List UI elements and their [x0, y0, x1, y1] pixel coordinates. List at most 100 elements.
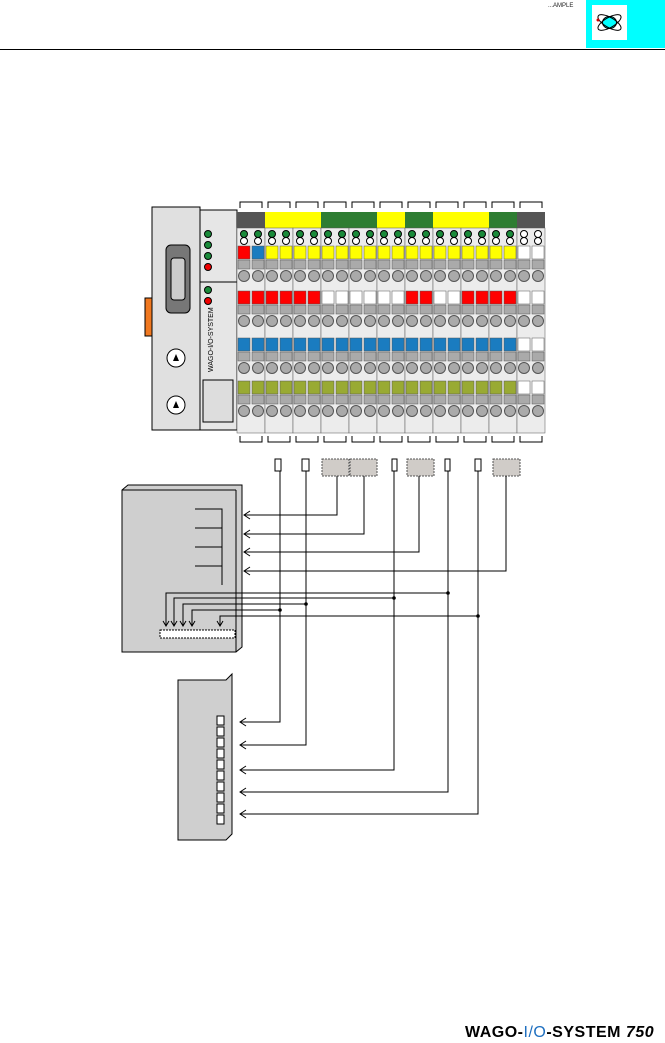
terminal-marker	[489, 290, 503, 305]
terminal-marker	[447, 337, 461, 352]
terminal-screw	[336, 315, 348, 327]
terminal-marker	[321, 290, 335, 305]
actuator-icon	[492, 458, 521, 477]
terminal-clamp	[461, 394, 475, 405]
plc-input-terminals	[159, 629, 236, 639]
terminal-screw	[252, 270, 264, 282]
status-led	[204, 252, 212, 260]
terminal-clamp	[293, 259, 307, 270]
atom-logo-icon	[592, 5, 627, 40]
terminal-clamp	[237, 394, 251, 405]
terminal-screw	[462, 315, 474, 327]
module-top-bar	[405, 212, 433, 228]
switch-arrow-icon	[173, 401, 179, 408]
terminal-marker	[335, 245, 349, 260]
terminal-clamp	[293, 394, 307, 405]
module-led	[254, 230, 262, 238]
status-led	[204, 297, 212, 305]
switch-arrow-icon	[173, 354, 179, 361]
wire	[244, 476, 507, 572]
arrow-icon	[239, 809, 247, 819]
wire	[244, 476, 365, 535]
terminal-screw	[434, 315, 446, 327]
terminal-screw	[490, 315, 502, 327]
terminal-icon	[216, 748, 225, 759]
terminal-screw	[294, 405, 306, 417]
module-led	[282, 230, 290, 238]
terminal-marker	[461, 290, 475, 305]
terminal-screw	[322, 362, 334, 374]
terminal-screw	[238, 270, 250, 282]
terminal-marker	[321, 337, 335, 352]
terminal-clamp	[307, 259, 321, 270]
terminal-screw	[378, 405, 390, 417]
terminal-clamp	[433, 394, 447, 405]
terminal-screw	[532, 270, 544, 282]
terminal-marker	[531, 290, 545, 305]
terminal-screw	[420, 405, 432, 417]
terminal-screw	[462, 270, 474, 282]
terminal-clamp	[517, 351, 531, 362]
terminal-marker	[517, 245, 531, 260]
terminal-clamp	[489, 304, 503, 315]
plc-box	[121, 484, 243, 653]
terminal-marker	[531, 337, 545, 352]
terminal-clamp	[293, 351, 307, 362]
module-led-off	[282, 237, 290, 245]
module-top-bar	[293, 212, 321, 228]
module-clip	[239, 201, 263, 443]
terminal-clamp	[475, 351, 489, 362]
small-sensor-icon	[391, 458, 398, 472]
terminal-icon	[216, 792, 225, 803]
terminal-marker	[391, 337, 405, 352]
terminal-marker	[503, 245, 517, 260]
terminal-screw	[280, 315, 292, 327]
module-led	[324, 230, 332, 238]
terminal-clamp	[405, 304, 419, 315]
terminal-screw	[364, 270, 376, 282]
terminal-screw	[518, 315, 530, 327]
terminal-screw	[448, 405, 460, 417]
wire	[219, 615, 478, 626]
terminal-clamp	[265, 304, 279, 315]
terminal-screw	[294, 270, 306, 282]
module-top-bar	[489, 212, 517, 228]
module-led	[478, 230, 486, 238]
terminal-clamp	[307, 304, 321, 315]
coupler-latch	[144, 297, 153, 337]
terminal-screw	[336, 405, 348, 417]
module-led-off	[450, 237, 458, 245]
terminal-marker	[293, 337, 307, 352]
terminal-marker	[307, 380, 321, 395]
terminal-clamp	[349, 394, 363, 405]
terminal-screw	[406, 315, 418, 327]
module-led-off	[422, 237, 430, 245]
module-led-off	[254, 237, 262, 245]
terminal-marker	[391, 380, 405, 395]
terminal-clamp	[237, 304, 251, 315]
terminal-clamp	[363, 304, 377, 315]
module-clip	[379, 201, 403, 443]
terminal-marker	[335, 290, 349, 305]
module-led	[394, 230, 402, 238]
module-led	[492, 230, 500, 238]
terminal-screw	[420, 270, 432, 282]
module-led-off	[296, 237, 304, 245]
terminal-screw	[476, 405, 488, 417]
module-led	[408, 230, 416, 238]
terminal-screw	[266, 270, 278, 282]
terminal-screw	[364, 315, 376, 327]
terminal-marker	[251, 290, 265, 305]
arrow-icon	[243, 529, 251, 539]
terminal-screw	[462, 405, 474, 417]
wire	[244, 476, 420, 553]
terminal-marker	[279, 245, 293, 260]
module-top-bar	[461, 212, 489, 228]
terminal-screw	[532, 362, 544, 374]
terminal-screw	[378, 315, 390, 327]
terminal-clamp	[405, 351, 419, 362]
terminal-marker	[405, 337, 419, 352]
module-top-bar	[517, 212, 545, 228]
